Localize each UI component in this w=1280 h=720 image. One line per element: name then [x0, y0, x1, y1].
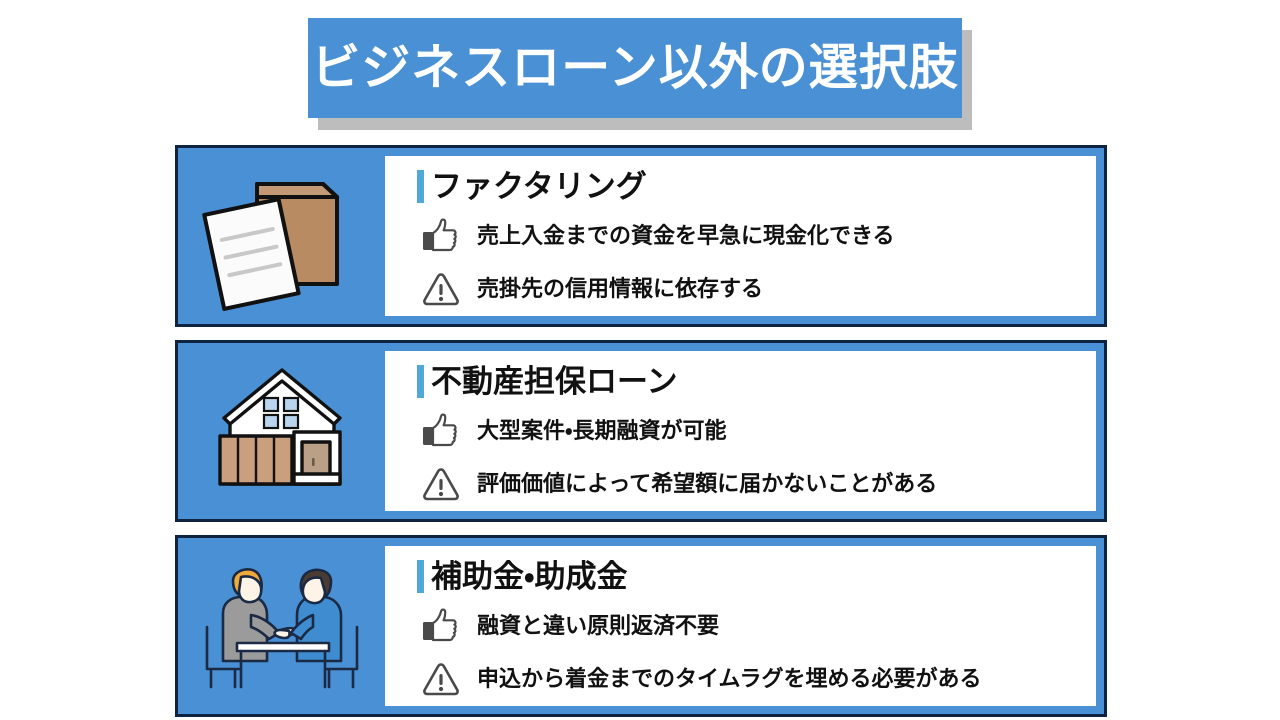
- card-pro-row: 売上入金までの資金を早急に現金化できる: [417, 209, 1096, 262]
- thumbs-up-icon: [417, 411, 465, 451]
- card-illustration-invoice-envelope: [178, 148, 385, 324]
- card-pro-row: 大型案件・長期融資が可能: [417, 404, 1096, 457]
- page-title: ビジネスローン以外の選択肢: [311, 40, 959, 95]
- consultation-people-icon: [205, 568, 358, 689]
- heading-accent-bar: [417, 364, 424, 398]
- card-heading: ファクタリング: [417, 165, 1096, 207]
- card-con-row: 申込から着金までのタイムラグを埋める必要がある: [417, 653, 1096, 706]
- card-con-text: 申込から着金までのタイムラグを埋める必要がある: [477, 666, 982, 692]
- card-body: ファクタリング 売上入金までの資金を早急に現金化できる 売掛先の信用情報に依存す…: [385, 156, 1096, 316]
- card-con-row: 売掛先の信用情報に依存する: [417, 263, 1096, 316]
- card-title: ファクタリング: [431, 168, 647, 204]
- card-pro-text: 大型案件・長期融資が可能: [477, 417, 727, 443]
- card-pro-text: 融資と違い原則返済不要: [477, 612, 720, 638]
- heading-accent-bar: [417, 559, 424, 593]
- card-heading: 不動産担保ローン: [417, 360, 1096, 402]
- slide-title-area: ビジネスローン以外の選択肢: [308, 18, 972, 130]
- card-illustration-consultation: [178, 538, 385, 714]
- option-card-real-estate-loan: 不動産担保ローン 大型案件・長期融資が可能 評価価値によって希望額に届かないこと…: [175, 340, 1107, 522]
- card-pro-text: 売上入金までの資金を早急に現金化できる: [477, 222, 895, 248]
- card-con-text: 売掛先の信用情報に依存する: [477, 276, 764, 302]
- card-body: 補助金・助成金 融資と違い原則返済不要 申込から着金までのタイムラグを埋める必要…: [385, 546, 1096, 706]
- warning-triangle-icon: [417, 269, 465, 309]
- card-heading: 補助金・助成金: [417, 555, 1096, 597]
- thumbs-up-icon: [417, 216, 465, 256]
- card-pro-row: 融資と違い原則返済不要: [417, 599, 1096, 652]
- thumbs-up-icon: [417, 606, 465, 646]
- card-body: 不動産担保ローン 大型案件・長期融資が可能 評価価値によって希望額に届かないこと…: [385, 351, 1096, 511]
- warning-triangle-icon: [417, 659, 465, 699]
- card-title: 不動産担保ローン: [431, 363, 678, 399]
- title-banner: ビジネスローン以外の選択肢: [308, 18, 962, 118]
- house-icon: [217, 368, 342, 486]
- warning-triangle-icon: [417, 464, 465, 504]
- card-title: 補助金・助成金: [431, 558, 628, 594]
- option-card-subsidy-grant: 補助金・助成金 融資と違い原則返済不要 申込から着金までのタイムラグを埋める必要…: [175, 535, 1107, 717]
- card-illustration-house: [178, 343, 385, 519]
- card-con-text: 評価価値によって希望額に届かないことがある: [477, 471, 938, 497]
- card-con-row: 評価価値によって希望額に届かないことがある: [417, 458, 1096, 511]
- invoice-envelope-icon: [201, 182, 339, 311]
- option-card-factoring: ファクタリング 売上入金までの資金を早急に現金化できる 売掛先の信用情報に依存す…: [175, 145, 1107, 327]
- heading-accent-bar: [417, 169, 424, 203]
